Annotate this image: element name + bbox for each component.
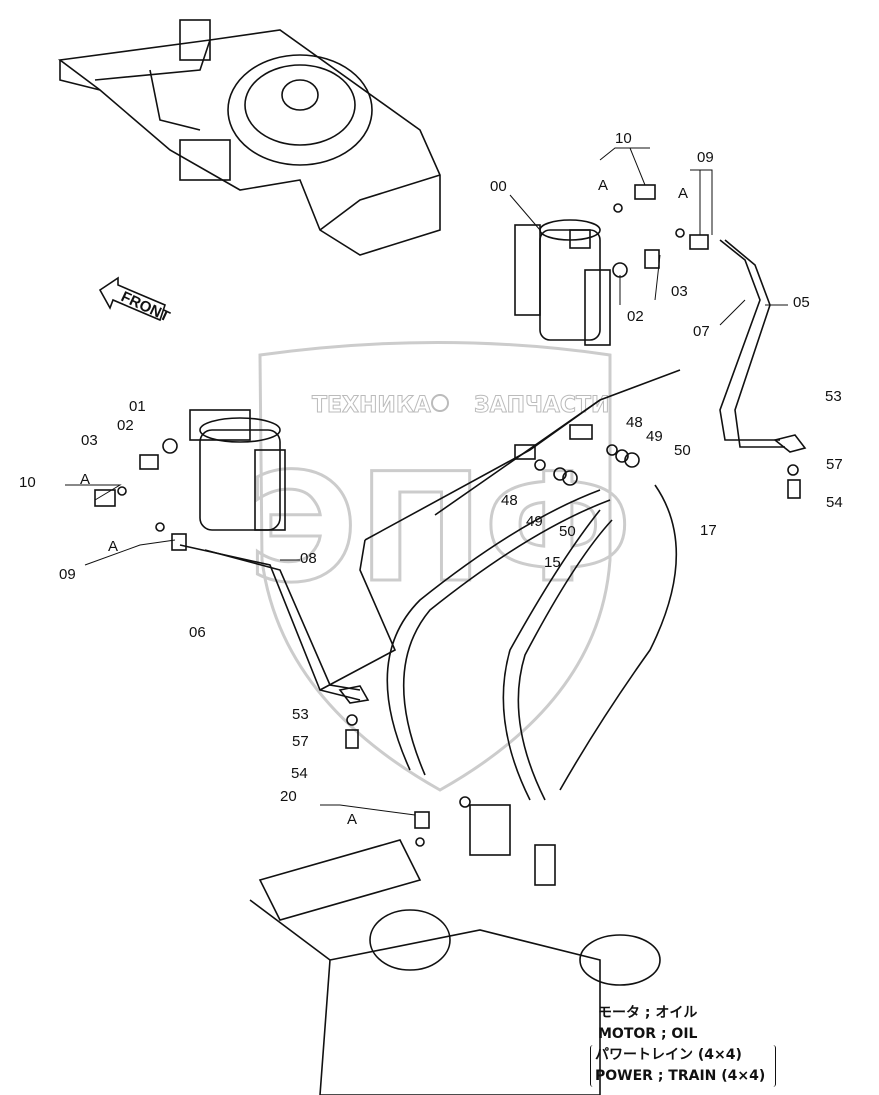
callout: 06 [189, 624, 206, 641]
callout: 01 [129, 398, 146, 415]
callout: A [678, 185, 688, 202]
callout: 03 [81, 432, 98, 449]
callout: 53 [825, 388, 842, 405]
upper-structure [57, 19, 441, 256]
callout: A [80, 471, 90, 488]
callout: 49 [526, 513, 543, 530]
callout: 10 [19, 474, 36, 491]
callout: 15 [544, 554, 561, 571]
callout: 05 [793, 294, 810, 311]
callout: A [598, 177, 608, 194]
gear-icon [431, 394, 449, 412]
tank-00 [514, 219, 611, 346]
callout: 50 [674, 442, 691, 459]
callout: 49 [646, 428, 663, 445]
front-arrow: FRONT [98, 276, 172, 325]
caption-en-subtitle: POWER ; TRAIN (4×4) [595, 1068, 766, 1084]
watermark-logo: ТЕХНИКА ЗАПЧАСТИ ЭПФ [246, 341, 634, 792]
transmission [249, 839, 661, 1095]
callout: 54 [291, 765, 308, 782]
callout: 09 [697, 149, 714, 166]
callout: A [108, 538, 118, 555]
tank-01 [189, 409, 286, 531]
callout: 10 [615, 130, 632, 147]
callout: 03 [671, 283, 688, 300]
callout: A [347, 811, 357, 828]
hoses-and-pipes [179, 239, 785, 801]
watermark-left-text: ТЕХНИКА [312, 393, 431, 418]
callout: 57 [292, 733, 309, 750]
caption-bracket: パワートレイン (4×4) POWER ; TRAIN (4×4) [590, 1045, 777, 1087]
watermark-logo-text: ЭПФ [248, 442, 632, 616]
caption-jp-title: モータ ; オイル [598, 1005, 698, 1021]
caption-en-title: MOTOR ; OIL [598, 1026, 698, 1042]
callout: 08 [300, 550, 317, 567]
callout: 02 [117, 417, 134, 434]
callout: 53 [292, 706, 309, 723]
fittings [94, 184, 807, 886]
callout: 17 [700, 522, 717, 539]
callout: 48 [501, 492, 518, 509]
callout: 50 [559, 523, 576, 540]
callout: 09 [59, 566, 76, 583]
caption-note: モータ ; オイル MOTOR ; OIL パワートレイン (4×4) POWE… [590, 1003, 777, 1087]
callout: 02 [627, 308, 644, 325]
callout: 57 [826, 456, 843, 473]
front-label: FRONT [118, 288, 172, 325]
watermark-right-text: ЗАПЧАСТИ [474, 393, 609, 418]
callout-labels: 10 A 09 A 00 03 02 05 07 53 57 54 48 49 … [19, 130, 843, 828]
callout: 48 [626, 414, 643, 431]
callout: 07 [693, 323, 710, 340]
callout: 20 [280, 788, 297, 805]
callout: 00 [490, 178, 507, 195]
leader-lines [65, 147, 788, 816]
callout: 54 [826, 494, 843, 511]
caption-jp-subtitle: パワートレイン (4×4) [595, 1047, 742, 1063]
